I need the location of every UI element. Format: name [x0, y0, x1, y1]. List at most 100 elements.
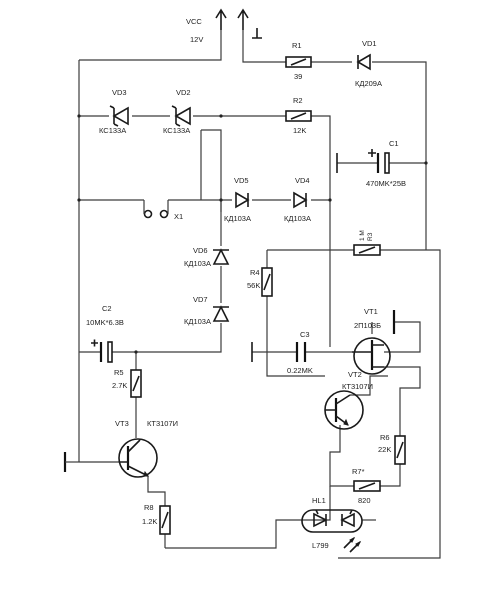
- vd3-name: VD3: [112, 88, 127, 97]
- ground-arrow-icon: [237, 8, 249, 30]
- resistor-r7: R7* 820: [352, 467, 381, 505]
- optocoupler-hl1: HL1 L799: [301, 496, 363, 553]
- vt2-name: VT2: [348, 370, 362, 379]
- vd6-value: КД103А: [184, 259, 211, 268]
- wire-node-vd6: [201, 129, 222, 246]
- vcc-label: VCC: [186, 17, 202, 26]
- r2-name: R2: [293, 96, 303, 105]
- r1-value: 39: [294, 72, 302, 81]
- wire-vt1-source-r6: [384, 366, 421, 436]
- wire-hl1-left-r8: [165, 519, 302, 549]
- capacitor-c1: C1 470MK*25B: [336, 139, 406, 188]
- vd7-value: КД103А: [184, 317, 211, 326]
- junction: [77, 198, 81, 202]
- diode-vd7: VD7 КД103А: [184, 295, 230, 326]
- diode-vd4: VD4 КД103А: [284, 176, 311, 223]
- vd4-value: КД103А: [284, 214, 311, 223]
- capacitor-c2: C2 10MK*6.3B: [86, 304, 124, 363]
- c3-name: C3: [300, 330, 310, 339]
- hl1-name: HL1: [312, 496, 326, 505]
- c1-name: C1: [389, 139, 399, 148]
- vd2-value: КС133А: [163, 126, 190, 135]
- c3-value: 0.22MK: [287, 366, 313, 375]
- vcc-arrow-icon: [215, 8, 227, 30]
- resistor-r6: R6 22K: [378, 433, 406, 465]
- r4-name: R4: [250, 268, 260, 277]
- zener-vd2: VD2 КС133А: [163, 88, 191, 135]
- x1-name: X1: [174, 212, 183, 221]
- wire-r2-down: [311, 115, 331, 347]
- x1-pin-1: [143, 209, 153, 219]
- r8-value: 1.2K: [142, 517, 157, 526]
- wire-vt2-emitter: [350, 375, 388, 396]
- wire-r7-hl1: [302, 486, 331, 521]
- wire-r4-bottom: [266, 296, 325, 377]
- vd2-name: VD2: [176, 88, 191, 97]
- r8-name: R8: [144, 503, 154, 512]
- resistor-r3: R3 1 M: [353, 230, 381, 256]
- r5-value: 2.7K: [112, 381, 127, 390]
- vt1-value: 2П103Б: [354, 321, 381, 330]
- r1-name: R1: [292, 41, 302, 50]
- vt3-name: VT3: [115, 419, 129, 428]
- ground-symbol-icon: [252, 28, 262, 39]
- transistor-vt3: VT3 КТ3107И: [63, 419, 178, 478]
- junction: [219, 198, 223, 202]
- vt1-name: VT1: [364, 307, 378, 316]
- capacitor-c3: C3 0.22MK: [251, 330, 313, 375]
- r3-name: R3: [367, 232, 374, 241]
- vt2-value: КТ3107И: [342, 382, 373, 391]
- wire-vt2-collector-r7: [329, 425, 354, 487]
- connector-x1: X1: [143, 200, 183, 221]
- zener-vd3: VD3 КС133А: [99, 88, 129, 135]
- junction-dots: [77, 114, 428, 354]
- r2-value: 12K: [293, 126, 306, 135]
- resistor-r1: R1 39: [285, 41, 312, 81]
- r6-name: R6: [380, 433, 390, 442]
- diode-vd6: VD6 КД103А: [184, 246, 230, 268]
- vd1-value: КД209А: [355, 79, 382, 88]
- vd3-value: КС133А: [99, 126, 126, 135]
- wire-r3-right-bottom: [338, 249, 441, 559]
- r6-value: 22K: [378, 445, 391, 454]
- c2-name: C2: [102, 304, 112, 313]
- resistor-r8: R8 1.2K: [142, 503, 171, 535]
- wire-right-rail: [372, 61, 427, 250]
- wire-vcc-left-rail: [79, 30, 222, 61]
- vd5-value: КД103А: [224, 214, 251, 223]
- wire-vt1-drain: [384, 321, 421, 353]
- vd1-name: VD1: [362, 39, 377, 48]
- hl1-value: L799: [312, 541, 329, 550]
- diode-vd5: VD5 КД103А: [224, 176, 251, 223]
- x1-pin-2: [159, 209, 169, 219]
- junction: [328, 198, 332, 202]
- r4-value: 56K: [247, 281, 260, 290]
- diode-vd1: VD1 КД209А: [355, 39, 382, 88]
- vd6-name: VD6: [193, 246, 208, 255]
- r3-value: 1 M: [359, 230, 366, 241]
- junction: [219, 114, 223, 118]
- r7-value: 820: [358, 496, 371, 505]
- wires: [78, 30, 441, 559]
- vd4-name: VD4: [295, 176, 310, 185]
- wire-r6-r7: [380, 464, 401, 487]
- junction: [134, 350, 138, 354]
- supply-terminals: VCC 12V: [186, 8, 262, 44]
- junction: [77, 114, 81, 118]
- transistor-vt2: VT2 КТ3107И: [324, 370, 373, 430]
- vd5-name: VD5: [234, 176, 249, 185]
- transistor-vt1: VT1 2П103Б: [352, 307, 396, 375]
- junction: [424, 161, 428, 165]
- c2-value: 10MK*6.3B: [86, 318, 124, 327]
- wire-vd7-c2: [112, 323, 222, 353]
- wire-vt3-r8: [147, 476, 166, 506]
- resistor-r4: R4 56K: [247, 267, 273, 297]
- wire-ground-r1: [242, 30, 286, 63]
- vcc-voltage-label: 12V: [190, 35, 203, 44]
- resistor-r5: R5 2.7K: [112, 368, 142, 398]
- vd7-name: VD7: [193, 295, 208, 304]
- c1-value: 470MK*25B: [366, 179, 406, 188]
- vt3-value: КТ3107И: [147, 419, 178, 428]
- resistor-r2: R2 12K: [285, 96, 312, 135]
